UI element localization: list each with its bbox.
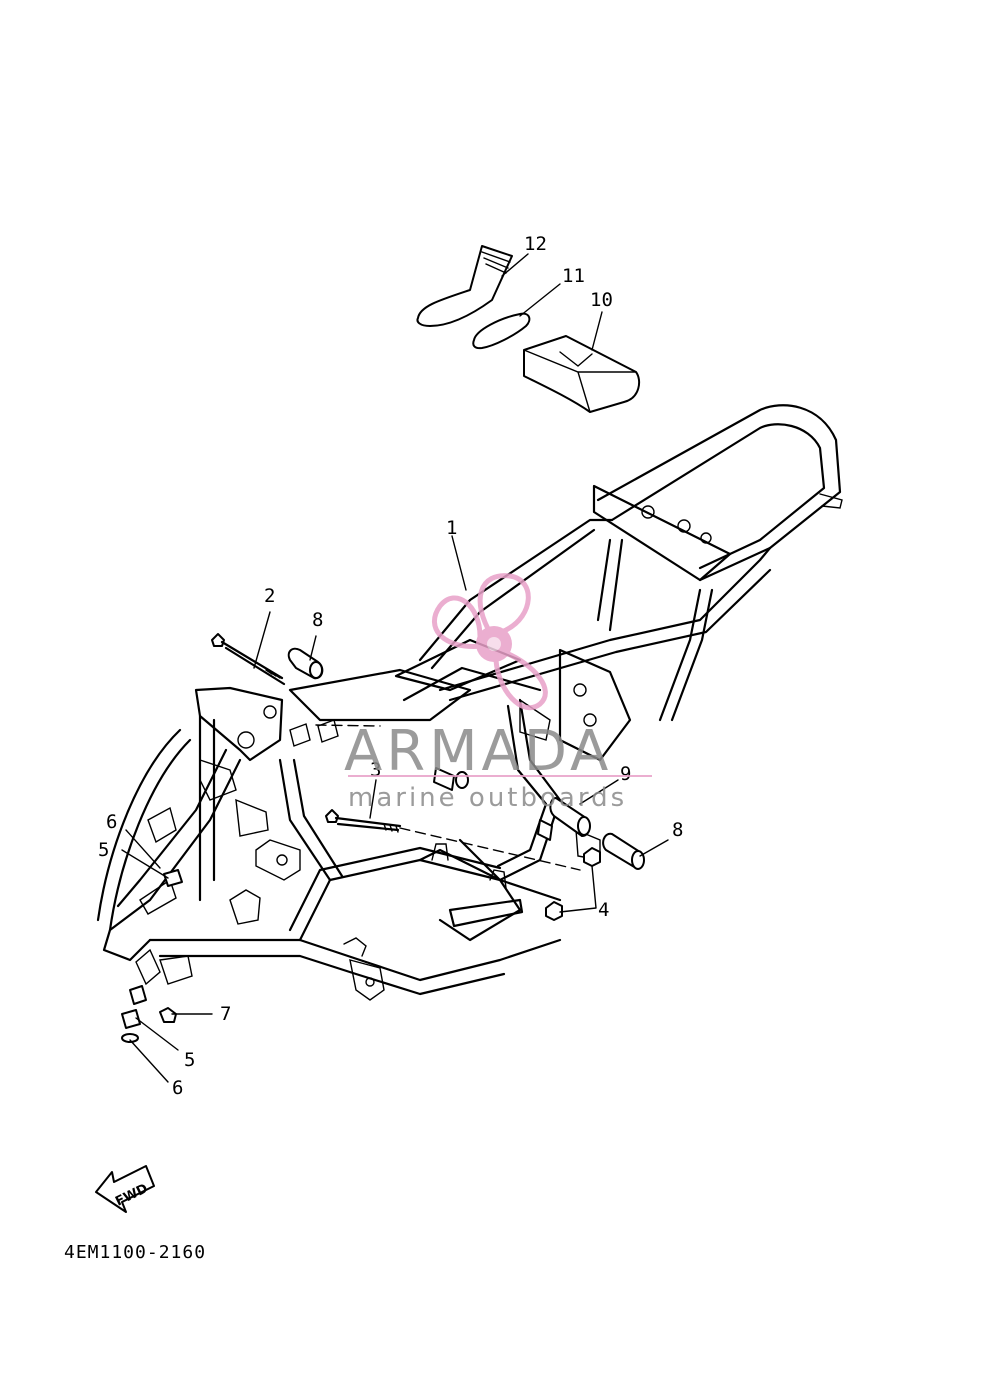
watermark-brand: ARMADA (344, 719, 612, 784)
callout-6-lower: 6 (172, 1077, 183, 1099)
watermark-tagline: marine outboards (348, 783, 627, 813)
part-10-tool-bag (523, 335, 641, 413)
part-8-collar-top (287, 647, 324, 680)
part-7-bolt (159, 1007, 177, 1023)
part-4-nut (545, 847, 601, 921)
callout-5-upper: 5 (98, 839, 109, 861)
fwd-arrow-icon: FWD (95, 1165, 155, 1213)
callout-8-top: 8 (312, 609, 323, 631)
callout-11: 11 (562, 265, 585, 287)
part-1-main-frame (96, 404, 843, 1001)
callouts: 1 2 3 4 5 5 6 6 7 8 8 9 10 11 12 (98, 233, 683, 1099)
watermark: ARMADA marine outboards (344, 573, 652, 813)
callout-3: 3 (370, 759, 381, 781)
part-3-engine-bolt (325, 809, 581, 871)
part-8-collar-right (602, 832, 645, 870)
callout-12: 12 (524, 233, 547, 255)
callout-9: 9 (620, 763, 631, 785)
tool-kit-group (416, 245, 641, 413)
leader-lines (121, 253, 669, 1083)
part-11-wrench (472, 312, 531, 350)
part-9-collar (549, 797, 591, 837)
callout-6-upper: 6 (106, 811, 117, 833)
callout-7: 7 (220, 1003, 231, 1025)
propeller-logo-icon (432, 573, 548, 711)
callout-5-lower: 5 (184, 1049, 195, 1071)
callout-2: 2 (264, 585, 275, 607)
drawing-code: 4EM1100-2160 (64, 1242, 206, 1263)
callout-1: 1 (446, 517, 457, 539)
callout-8-right: 8 (672, 819, 683, 841)
part-6-washer-lower (121, 1033, 139, 1043)
callout-4: 4 (598, 899, 609, 921)
part-5-damper-lower (121, 985, 147, 1029)
callout-10: 10 (590, 289, 613, 311)
part-2-engine-bolt (211, 633, 286, 686)
part-5-damper-upper (163, 869, 183, 887)
part-12-tool-sleeve (416, 245, 513, 327)
